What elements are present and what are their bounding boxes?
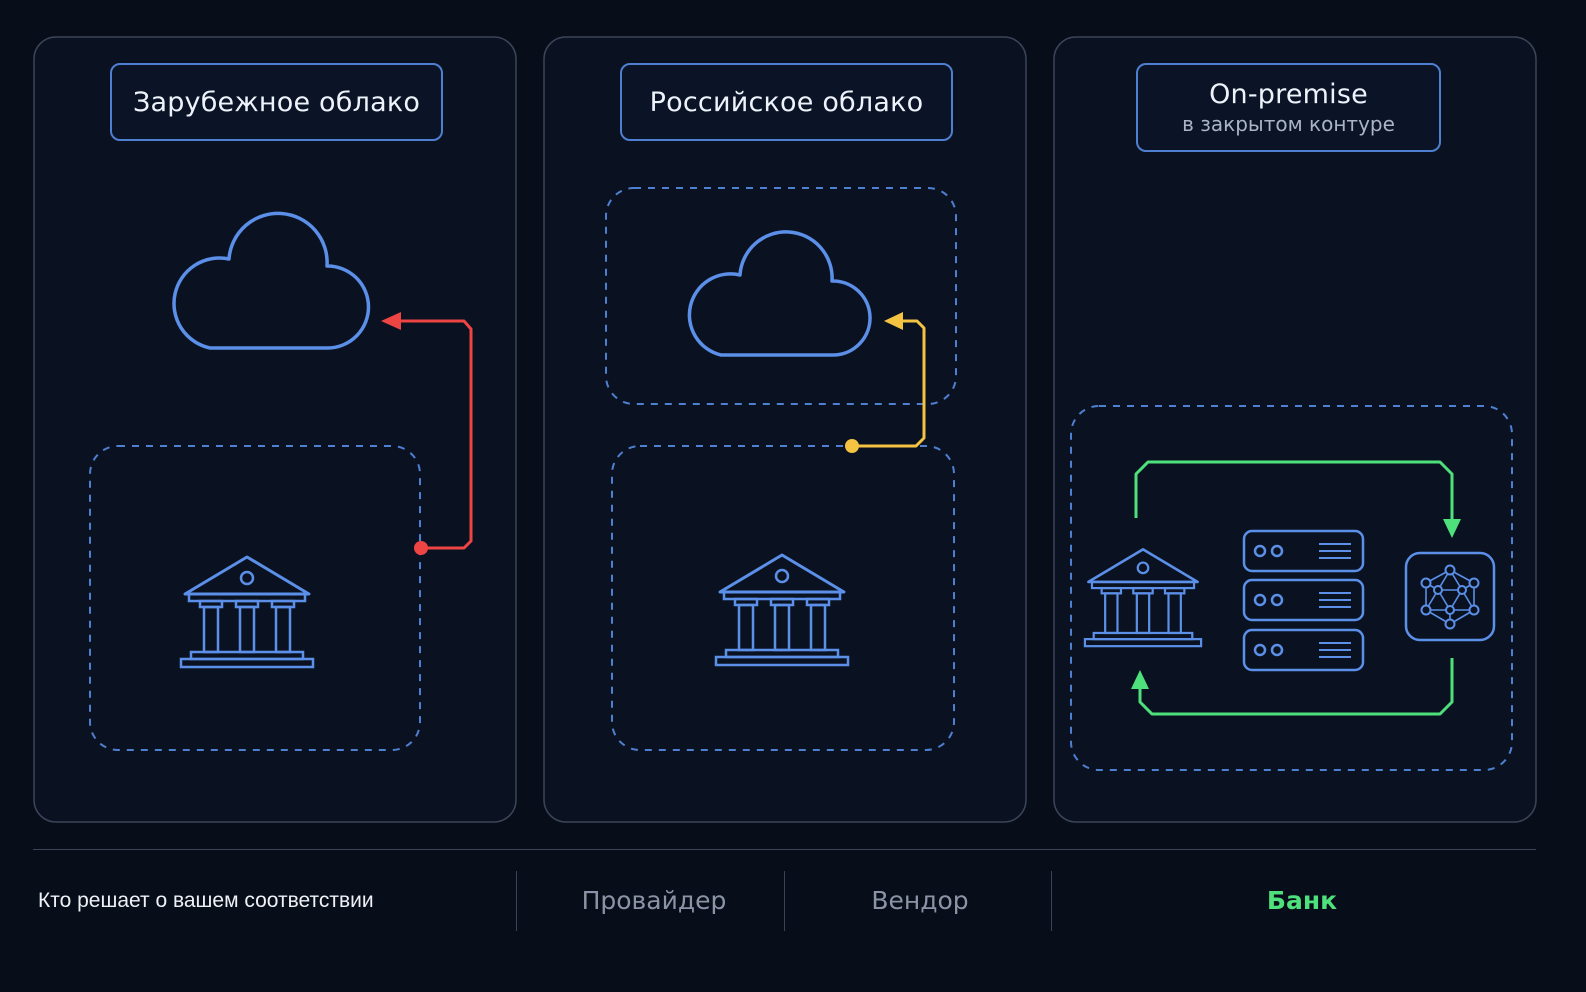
panel-title-text: Российское облако: [649, 86, 924, 118]
panel-subtitle-text: в закрытом контуре: [1182, 112, 1395, 136]
panel-title-text: Зарубежное облако: [132, 86, 421, 118]
ai-network-icon: [1404, 551, 1496, 642]
data-flow-arrow-green-top: [1134, 460, 1454, 520]
bank-zone-dashed: [611, 445, 955, 751]
panel-russian-cloud: [543, 36, 1027, 823]
panel-title-russian-cloud: Российское облако: [620, 63, 953, 141]
footer-separator: [516, 871, 517, 931]
bank-zone-dashed: [89, 445, 421, 751]
footer-separator: [784, 871, 785, 931]
data-flow-arrow-green-bottom: [1138, 658, 1454, 716]
arrow-head-yellow: [884, 312, 903, 330]
panel-foreign-cloud: [33, 36, 517, 823]
closed-contour-dashed: [1070, 405, 1513, 771]
footer-divider: [33, 849, 1536, 850]
arrow-head-green-up: [1131, 670, 1149, 689]
cloud-icon: [687, 230, 872, 357]
footer-question-label: Кто решает о вашем соответствии: [38, 889, 374, 912]
arrow-head-red: [381, 312, 401, 330]
panel-title-foreign-cloud: Зарубежное облако: [110, 63, 443, 141]
panel-title-on-premise: On-premise в закрытом контуре: [1136, 63, 1441, 152]
footer-separator: [1051, 871, 1052, 931]
arrow-head-green-down: [1443, 519, 1461, 538]
footer-value-bank: Банк: [1266, 886, 1338, 915]
footer-value-provider: Провайдер: [581, 886, 727, 915]
data-flow-arrow-red: [398, 319, 473, 550]
data-source-dot-red: [414, 541, 428, 555]
data-source-dot-yellow: [845, 439, 859, 453]
cloud-zone-dashed: [605, 187, 957, 405]
footer-value-vendor: Вендор: [871, 886, 969, 915]
panel-on-premise: [1053, 36, 1537, 823]
panel-title-text: On-premise: [1209, 79, 1368, 110]
cloud-icon: [172, 211, 371, 350]
data-flow-arrow-yellow: [852, 319, 926, 448]
